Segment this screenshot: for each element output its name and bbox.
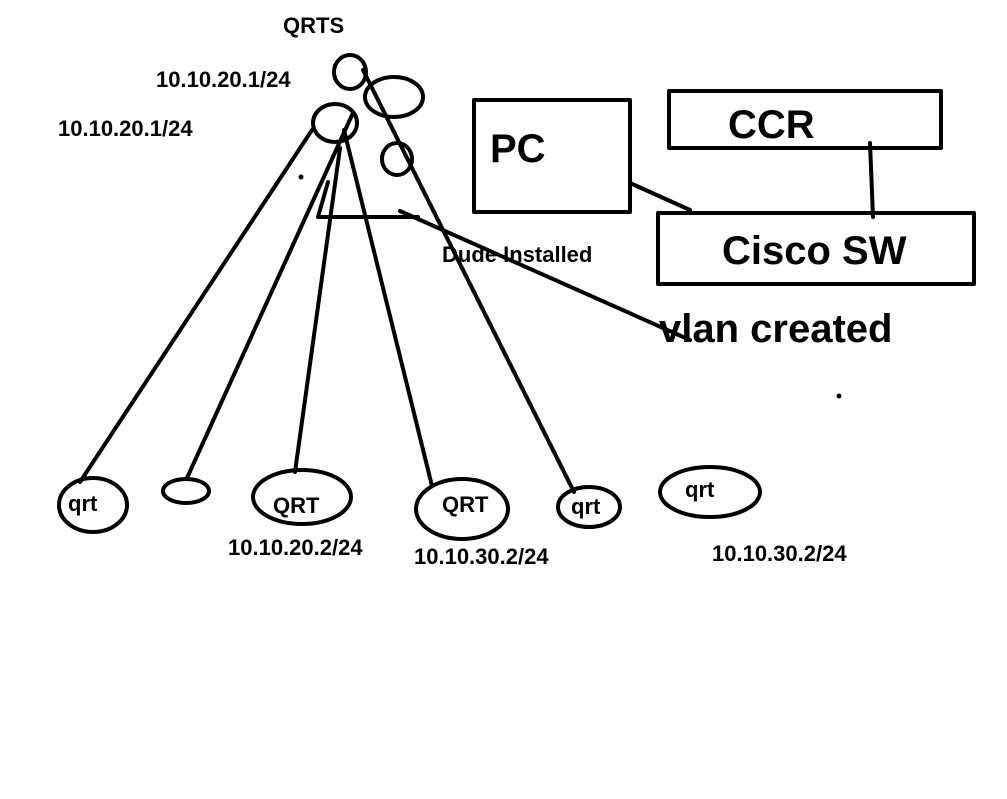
- link-to-node-2: [185, 113, 354, 480]
- link-ccr-to-switch: [868, 141, 875, 219]
- qrts-ip-lower: 10.10.20.1/24: [58, 116, 193, 141]
- ccr-box: CCR: [667, 89, 943, 150]
- ccr-label: CCR: [728, 103, 815, 147]
- top-device-cluster: [311, 53, 425, 177]
- dude-installed-annotation: Dude Installed: [442, 242, 592, 267]
- bottom-node-4-label: QRT: [442, 492, 489, 517]
- bottom-ip-a: 10.10.20.2/24: [228, 535, 363, 560]
- link-to-node-1: [78, 128, 314, 484]
- connection-lines: [78, 68, 875, 494]
- link-pc-to-switch: [628, 181, 692, 212]
- top-device-ellipse-3: [311, 102, 359, 144]
- link-to-vlan: [398, 209, 692, 342]
- bottom-ip-b: 10.10.30.2/24: [414, 544, 549, 569]
- vlan-created-annotation: vlan created: [659, 307, 892, 351]
- bottom-node-6-label: qrt: [685, 477, 715, 502]
- triangle-base-line: [316, 180, 420, 219]
- bottom-node-6: qrt: [658, 465, 762, 519]
- bottom-node-5: qrt: [556, 485, 622, 529]
- link-to-node-5: [361, 68, 576, 494]
- cisco-switch-label: Cisco SW: [722, 229, 907, 273]
- qrts-ip-upper: 10.10.20.1/24: [156, 67, 291, 92]
- bottom-node-1-label: qrt: [68, 491, 98, 516]
- qrts-label: QRTS: [283, 13, 344, 38]
- bottom-node-3: QRT: [251, 468, 353, 526]
- bottom-node-2: [161, 477, 211, 505]
- bottom-node-3-label: QRT: [273, 493, 320, 518]
- stray-dot-2: [836, 393, 842, 399]
- bottom-ip-c: 10.10.30.2/24: [712, 541, 847, 566]
- stray-dot-1: [298, 174, 304, 180]
- top-device-ellipse-4: [380, 141, 414, 177]
- pc-box: PC: [472, 98, 632, 214]
- bottom-node-1: qrt: [57, 476, 129, 534]
- top-device-ellipse-2: [363, 75, 425, 119]
- cisco-switch-box: Cisco SW: [656, 211, 976, 286]
- link-to-node-4: [342, 128, 434, 488]
- pc-label: PC: [490, 127, 546, 171]
- link-to-node-3: [293, 146, 342, 474]
- bottom-node-5-label: qrt: [571, 494, 601, 519]
- top-device-ellipse-1: [332, 53, 368, 91]
- bottom-node-4: QRT: [414, 477, 510, 541]
